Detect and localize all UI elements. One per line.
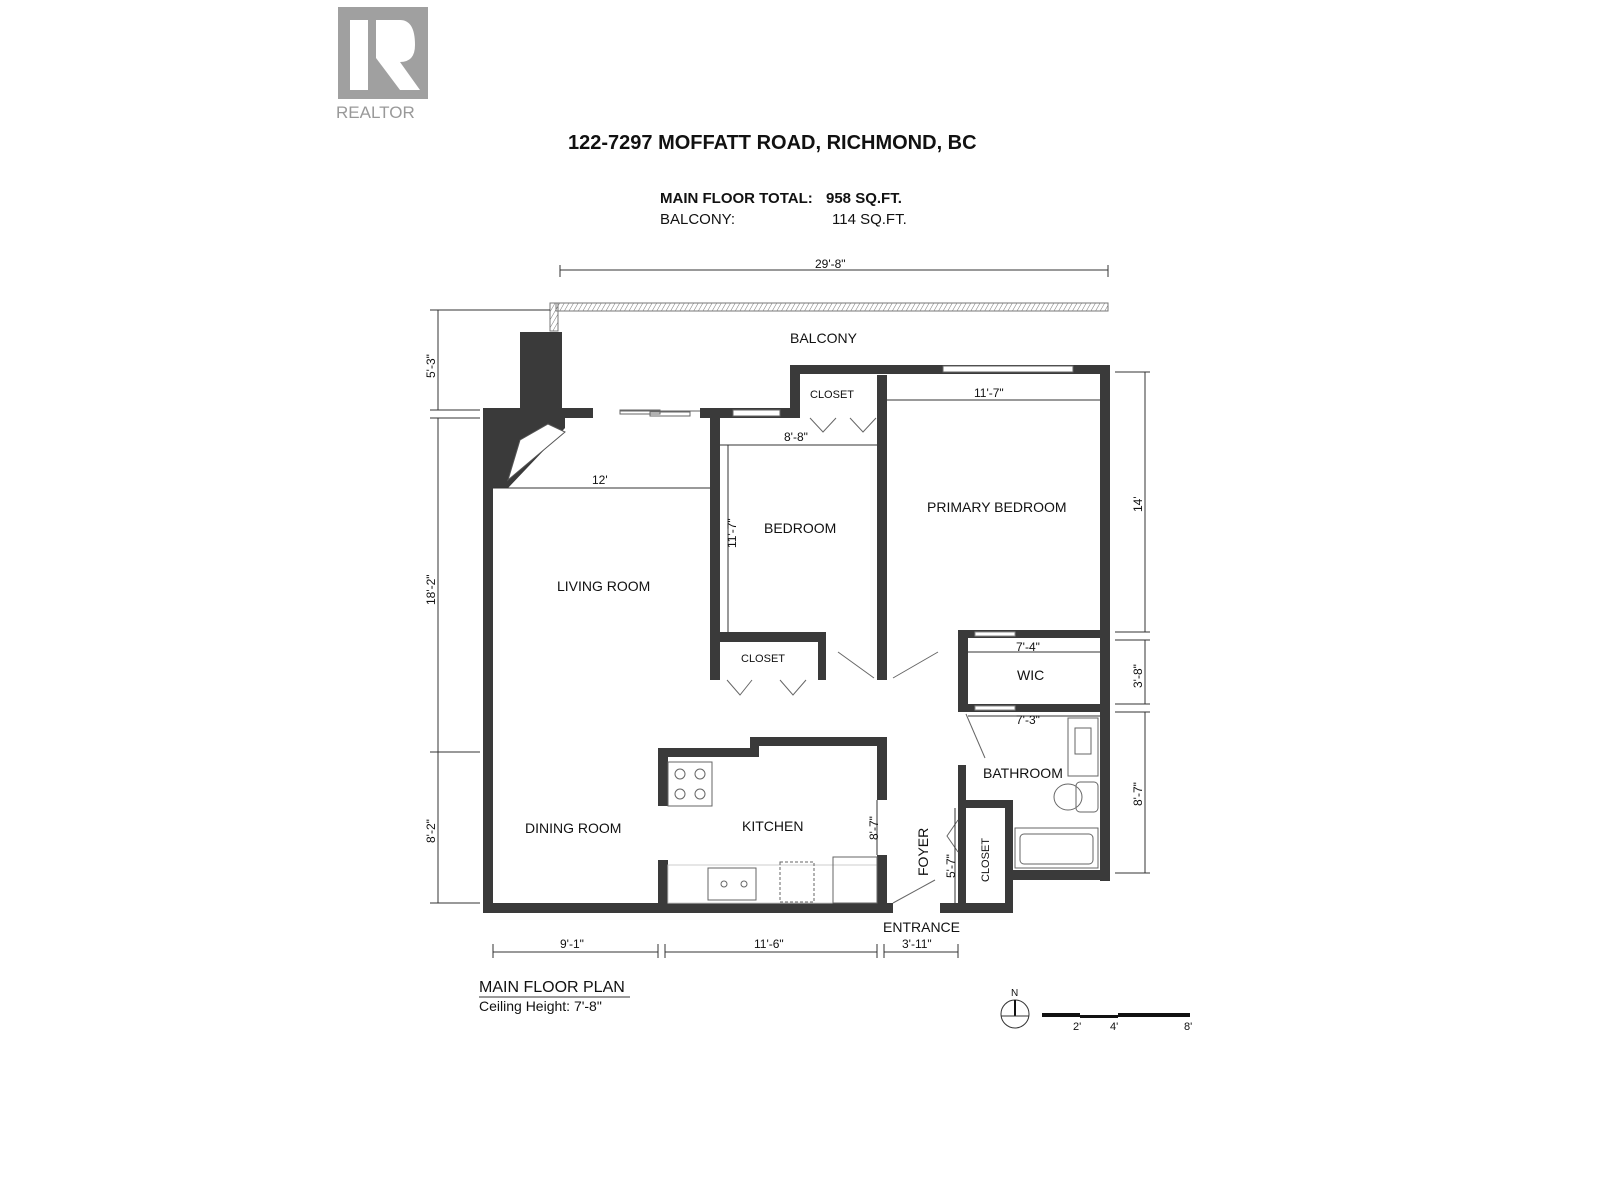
north-compass-icon: N [1000, 988, 1030, 1029]
doors-and-fixtures [619, 409, 1099, 904]
dim-kitchen-width: 11'-6" [754, 937, 784, 951]
dim-bedroom-width: 8'-8" [784, 430, 808, 444]
dim-bath-depth: 8'-7" [1131, 782, 1145, 806]
room-closet-top: CLOSET [810, 389, 854, 401]
dim-wic-depth: 3'-8" [1131, 664, 1145, 688]
dim-living-width: 12' [592, 473, 608, 487]
room-living-room: LIVING ROOM [557, 578, 650, 594]
dim-dining-width: 9'-1" [560, 937, 584, 951]
dim-wic-width: 7'-4" [1016, 640, 1040, 654]
room-bathroom: BATHROOM [983, 765, 1063, 781]
dim-balcony-depth: 5'-3" [424, 354, 438, 378]
address-title: 122-7297 MOFFATT ROAD, RICHMOND, BC [568, 132, 977, 154]
dim-overall-width: 29'-8" [815, 257, 846, 271]
dim-kitchen-depth: 8'-7" [867, 816, 881, 840]
balcony-area-label: BALCONY: [660, 211, 735, 228]
scale-label-8: 8' [1184, 1021, 1192, 1033]
dim-primary-width: 11'-7" [974, 386, 1004, 400]
room-bedroom: BEDROOM [764, 520, 836, 536]
dimension-lines: 29'-8" 5'-3" 18'-2" 8'-2" 12' 8'-8" 11'-… [424, 257, 1150, 958]
room-dining-room: DINING ROOM [525, 820, 621, 836]
ceiling-height: Ceiling Height: 7'-8" [479, 998, 602, 1014]
room-closet-bedroom: CLOSET [741, 653, 785, 665]
dim-foyer-depth: 5'-7" [944, 854, 958, 878]
dim-bedroom-depth: 11'-7" [725, 518, 739, 548]
dim-primary-depth: 14' [1131, 496, 1145, 512]
room-foyer: FOYER [915, 828, 931, 876]
dim-entrance-width: 3'-11" [902, 937, 932, 951]
dim-living-depth: 18'-2" [424, 574, 438, 605]
scale-label-4: 4' [1110, 1021, 1118, 1033]
room-wic: WIC [1017, 667, 1044, 683]
room-labels: BALCONY CLOSET PRIMARY BEDROOM BEDROOM L… [525, 330, 1067, 935]
balcony-area-value: 114 SQ.FT. [832, 211, 907, 228]
balcony-railing [549, 302, 1109, 332]
room-primary-bedroom: PRIMARY BEDROOM [927, 499, 1067, 515]
dim-bath-width: 7'-3" [1016, 713, 1040, 727]
realtor-logo-text: REALTOR [336, 103, 415, 122]
realtor-logo: REALTOR [336, 7, 428, 122]
room-entrance: ENTRANCE [883, 919, 960, 935]
room-balcony: BALCONY [790, 330, 858, 346]
main-floor-label: MAIN FLOOR TOTAL: [660, 190, 813, 207]
north-label: N [1011, 988, 1018, 999]
scale-label-2: 2' [1073, 1021, 1081, 1033]
room-kitchen: KITCHEN [742, 818, 803, 834]
room-closet-foyer: CLOSET [980, 838, 992, 882]
walls [483, 332, 1110, 913]
dim-dining-depth: 8'-2" [424, 819, 438, 843]
main-floor-value: 958 SQ.FT. [826, 190, 902, 207]
plan-title: MAIN FLOOR PLAN [479, 979, 625, 996]
scale-bar: 2' 4' 8' [1042, 1013, 1192, 1033]
